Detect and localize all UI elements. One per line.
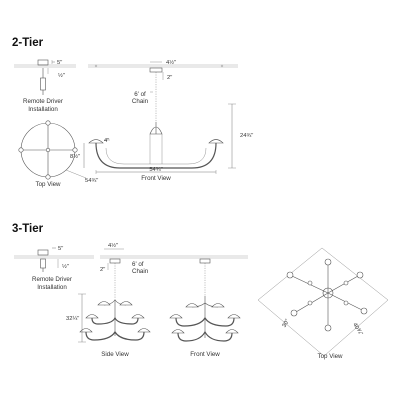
three-tier-section: 3-Tier 5" ½" Remote Driver Installation … [12,223,389,360]
shade-right [208,139,224,144]
tier1-shade-left [97,301,111,306]
tier2-shade-right [227,314,241,319]
front-view-label: Front View [141,175,171,182]
driver-box [37,249,49,256]
three-tier-side-view-drawing: 4½" 2" 6' of Chain 32¼" [66,242,151,358]
canopy [199,258,211,264]
remote-dim-side: ½" [58,72,65,79]
top-view-envelope [257,247,389,357]
tier3-shade-right [225,329,239,334]
tier2-shade-left [169,314,183,319]
top-view-label: Top View [36,181,62,188]
top3-dim-b: 40¾" [351,322,363,336]
side-chain-1: 6' of [132,261,144,268]
tier1-shade-right [119,301,133,306]
front-dim-height: 24¾" [240,133,253,139]
lower-arm [95,142,217,169]
tier1-shade-left [185,303,199,308]
top-dim-width: 54¾" [85,178,98,184]
two-tier-front-view-drawing: 4½" 2" 6' of Chain 4" 8½" 24¾" [70,59,253,182]
shade-left [88,139,104,144]
tier3-shade-left [171,329,185,334]
two-tier-section: 2-Tier 5" ½" Remote Driver Installation … [12,37,253,188]
remote-label-2: Installation [28,106,58,113]
side-dim-height: 32¼" [66,316,79,322]
chain-label-1: 6' of [134,91,146,98]
side-dim-canopy: 4½" [108,242,118,249]
remote-dim-top: 5" [57,60,62,66]
side-chain-2: Chain [132,268,149,275]
front-dim-width: 54¾" [149,167,162,173]
top3-view-label: Top View [318,353,344,360]
remote3-dim-top: 5" [58,246,63,252]
front-dim-shade: 8½" [70,153,80,160]
side-dim-gap: 2" [100,267,105,273]
three-tier-top-view-drawing: 30" 40¾" Top View [257,247,389,360]
front3-view-label: Front View [190,351,220,358]
two-tier-remote-driver-drawing: 5" ½" Remote Driver Installation [14,59,76,113]
front-dim-arm-drop: 4" [104,138,109,144]
three-tier-remote-driver-drawing: 5" ½" Remote Driver Installation [14,246,94,291]
remote3-label-1: Remote Driver [32,276,72,283]
ceiling-strip-3tier [100,255,248,259]
chain-label-2: Chain [132,98,149,105]
canopy [109,258,121,264]
two-tier-top-view-drawing: 54¾" Top View [18,120,98,188]
side-view-label: Side View [101,351,129,358]
tier3-shade-right [137,328,151,333]
ceiling-strip [14,255,94,259]
tier1-shade-right [211,303,225,308]
remote3-dim-side: ½" [62,263,69,270]
canopy [149,67,163,73]
three-tier-front-view-drawing: Front View [169,258,241,358]
tier2-shade-right [131,314,145,319]
tier2-shade-left [85,314,99,319]
stem-canopy [40,77,46,91]
front-dim-canopy: 4½" [166,59,176,66]
remote-label-1: Remote Driver [23,98,63,105]
tier3-shade-left [79,328,93,333]
two-tier-heading: 2-Tier [12,37,44,49]
top3-dim-a: 30" [282,318,291,328]
remote3-label-2: Installation [37,284,67,291]
front-dim-gap: 2" [167,75,172,81]
three-tier-heading: 3-Tier [12,223,44,235]
ceiling-strip [88,64,238,68]
upper-arm [105,147,207,165]
ceiling-strip [14,64,76,68]
driver-box [37,59,49,66]
